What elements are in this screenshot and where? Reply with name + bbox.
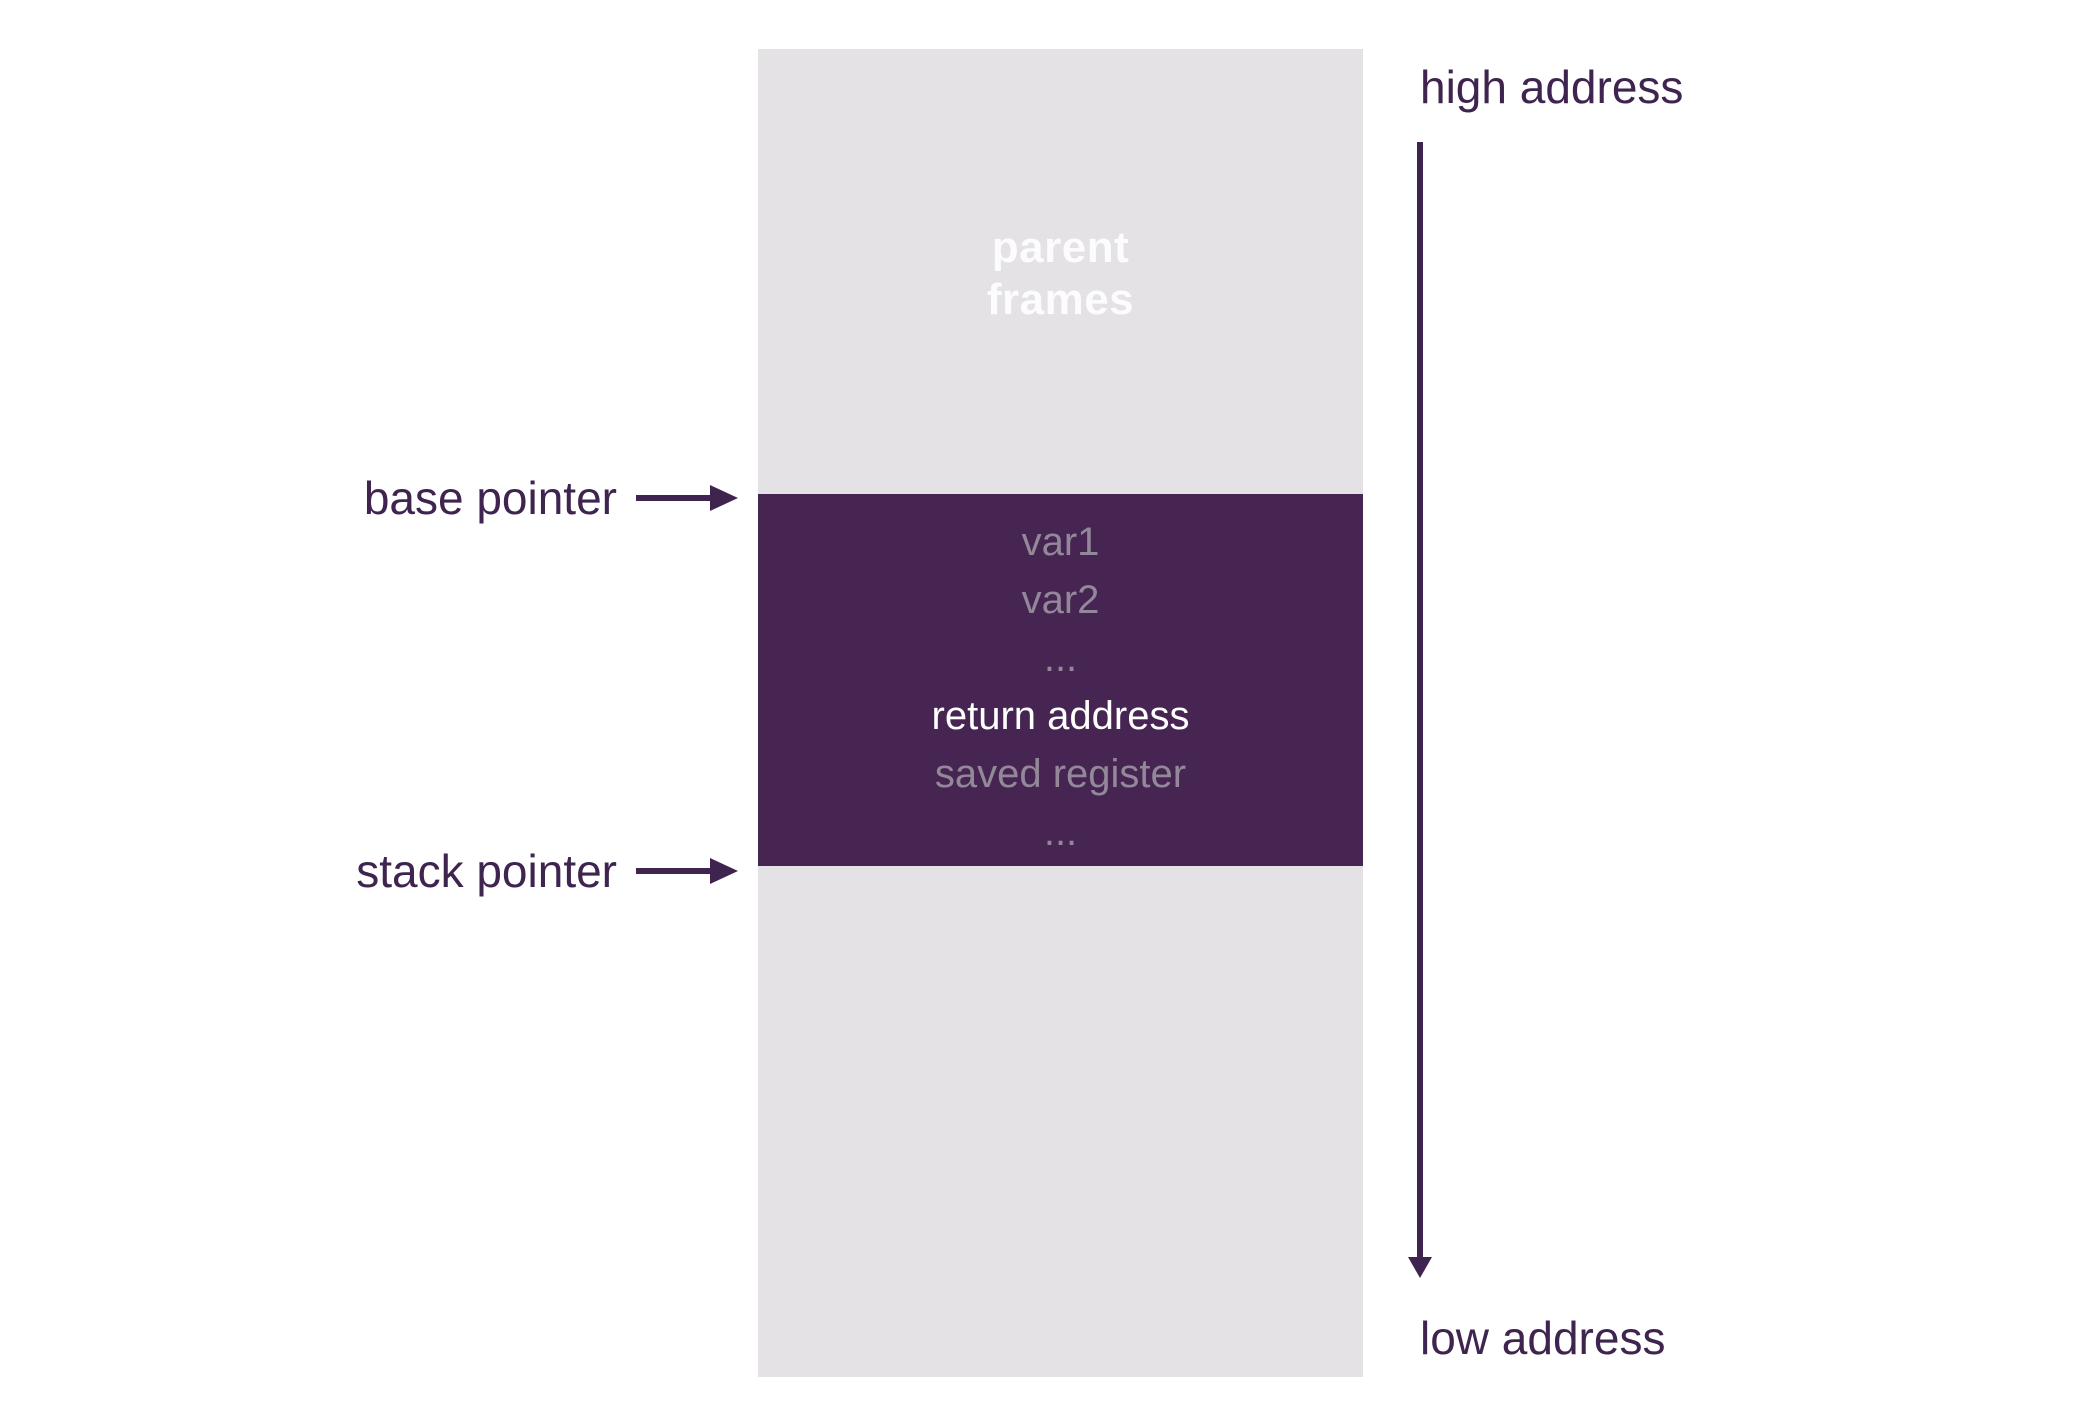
frame-line-var1: var1 (1021, 520, 1100, 564)
arrow-head (710, 485, 738, 511)
address-direction-arrow-head (1408, 1257, 1432, 1278)
arrow-shaft (636, 868, 710, 874)
parent-frames-line1: parent (991, 223, 1130, 272)
current-frame-box: var1 var2 ... return address saved regis… (758, 494, 1363, 866)
arrow-shaft (636, 495, 710, 501)
parent-frames-line2: frames (986, 275, 1135, 324)
frame-line-ellipsis-bottom: ... (1043, 810, 1078, 854)
stack-column: parent frames var1 var2 ... return addre… (758, 49, 1363, 1377)
parent-frames-label: parent frames (758, 222, 1363, 326)
arrow-head (710, 858, 738, 884)
low-address-label: low address (1420, 1312, 1666, 1364)
stack-pointer-callout: stack pointer (180, 840, 738, 902)
high-address-label: high address (1420, 61, 1684, 113)
frame-line-saved-register: saved register (934, 752, 1187, 796)
frame-line-return-address: return address (931, 694, 1190, 738)
stack-pointer-right-arrow-icon (636, 858, 738, 884)
base-pointer-right-arrow-icon (636, 485, 738, 511)
base-pointer-callout: base pointer (180, 467, 738, 529)
stack-pointer-label: stack pointer (356, 845, 617, 897)
address-direction-down-arrow-icon (1417, 142, 1423, 1257)
base-pointer-label: base pointer (363, 472, 617, 524)
frame-line-ellipsis-top: ... (1043, 636, 1078, 680)
frame-line-var2: var2 (1021, 578, 1100, 622)
